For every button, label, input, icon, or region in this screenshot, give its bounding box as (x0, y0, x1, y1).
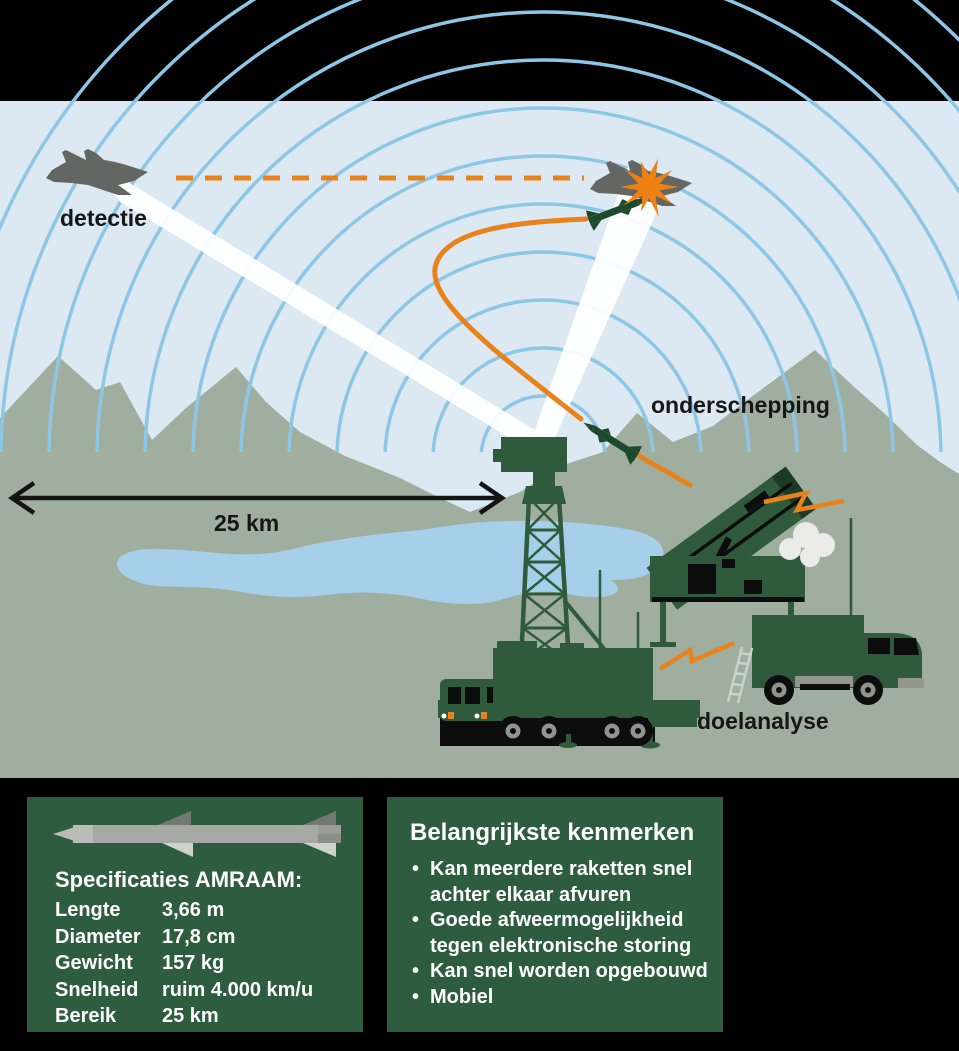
spec-value: 157 kg (162, 952, 225, 974)
feature-item: Goede afweermogelijkheid tegen elektroni… (410, 908, 713, 959)
spec-value: 3,66 m (162, 899, 225, 921)
spec-value: 17,8 cm (162, 925, 236, 948)
launch-smoke-icon (779, 522, 835, 567)
comms-link-icon (763, 489, 845, 514)
feature-item: Kan snel worden opgebouwd (410, 959, 713, 985)
spec-row: Snelheid ruim 4.000 km/u (55, 977, 363, 1004)
specs-panel: Specificaties AMRAAM: Lengte 3,66 m Diam… (27, 797, 363, 1032)
missile-launcher-icon (646, 466, 835, 647)
features-list: Kan meerdere raketten snel achter elkaar… (387, 857, 723, 1010)
air-defence-scene: detectie onderschepping doelanalyse 25 k… (0, 0, 959, 778)
range-arrow (8, 481, 506, 515)
radar-vehicle-icon (438, 437, 700, 749)
spec-label: Bereik (55, 1005, 117, 1027)
comms-link-icon (658, 640, 735, 671)
spec-label: Snelheid (55, 978, 139, 1001)
label-detection: detectie (60, 205, 147, 231)
missile-exhaust-trail (636, 453, 693, 488)
radar-arc (335, 250, 751, 452)
radar-arc (383, 298, 703, 452)
jet-detection-icon (46, 149, 148, 195)
features-panel: Belangrijkste kenmerken Kan meerdere rak… (387, 797, 723, 1032)
spec-label: Lengte (55, 899, 121, 921)
spec-row: Lengte 3,66 m (55, 897, 363, 924)
radar-arc (143, 58, 943, 452)
features-title: Belangrijkste kenmerken (410, 819, 695, 846)
spec-value: 25 km (162, 1005, 219, 1027)
ladder-icon (726, 646, 754, 704)
amraam-missile-icon (53, 811, 341, 857)
radar-arc (479, 394, 607, 452)
spec-row: Diameter 17,8 cm (55, 924, 363, 951)
spec-label: Gewicht (55, 952, 133, 974)
radar-beam-right (532, 166, 664, 453)
radar-arc (239, 154, 847, 452)
spec-row: Gewicht 157 kg (55, 950, 363, 977)
spec-label: Diameter (55, 925, 141, 948)
specs-table: Lengte 3,66 m Diameter 17,8 cm Gewicht 1… (55, 897, 363, 1030)
radar-arc (95, 10, 959, 452)
spec-value: ruim 4.000 km/u (162, 978, 314, 1001)
command-vehicle-icon (726, 615, 924, 705)
radar-arc (191, 106, 895, 452)
radar-beam-left (92, 160, 545, 452)
explosion-icon (620, 158, 679, 218)
radar-arc (287, 202, 799, 452)
label-interception: onderschepping (651, 392, 830, 418)
spec-row: Bereik 25 km (55, 1003, 363, 1030)
feature-item: Kan meerdere raketten snel achter elkaar… (410, 857, 713, 908)
radar-arcs (0, 0, 959, 452)
radar-head-icon (493, 437, 567, 504)
radar-arc (431, 346, 655, 452)
specs-title: Specificaties AMRAAM: (55, 867, 303, 892)
label-target-analysis: doelanalyse (697, 708, 829, 734)
label-range-distance: 25 km (214, 510, 279, 536)
missile-trajectory-curve (432, 216, 589, 422)
feature-item: Mobiel (410, 985, 713, 1011)
